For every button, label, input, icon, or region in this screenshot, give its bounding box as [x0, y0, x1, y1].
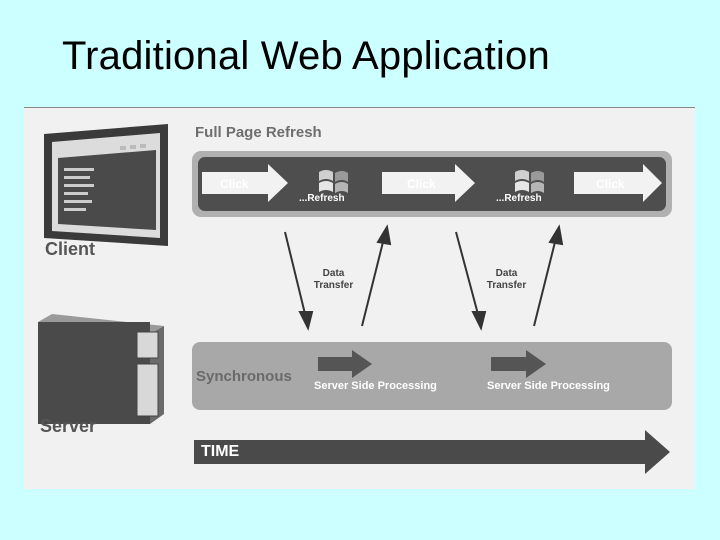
windows-logo-icon — [319, 170, 348, 193]
refresh-label-1: ...Refresh — [299, 193, 345, 204]
click-arrow-3 — [574, 164, 662, 202]
time-label: TIME — [201, 443, 240, 460]
data-transfer-label-1: Data Transfer — [313, 268, 354, 291]
click-label-3: Click — [596, 177, 625, 191]
server-tower-icon — [38, 314, 164, 424]
synchronous-band — [192, 342, 672, 410]
click-label-1: Click — [220, 177, 249, 191]
click-label-2: Click — [407, 177, 436, 191]
monitor-icon — [44, 124, 168, 246]
processing-arrow-1 — [318, 350, 372, 378]
server-label: Server — [40, 416, 97, 436]
synchronous-label: Synchronous — [196, 368, 292, 385]
slide-title: Traditional Web Application — [62, 34, 550, 78]
data-transfer-label-2: Data Transfer — [486, 268, 527, 291]
server-processing-label-1: Server Side Processing — [314, 380, 437, 392]
processing-arrow-2 — [491, 350, 546, 378]
full-page-refresh-label: Full Page Refresh — [195, 124, 322, 141]
click-arrow-2 — [382, 164, 475, 202]
server-processing-label-2: Server Side Processing — [487, 380, 610, 392]
windows-logo-icon — [515, 170, 544, 193]
refresh-label-2: ...Refresh — [496, 193, 542, 204]
click-arrow-1 — [202, 164, 288, 202]
data-transfer-arrows — [284, 224, 564, 331]
client-label: Client — [45, 239, 96, 259]
time-arrow — [194, 430, 670, 474]
